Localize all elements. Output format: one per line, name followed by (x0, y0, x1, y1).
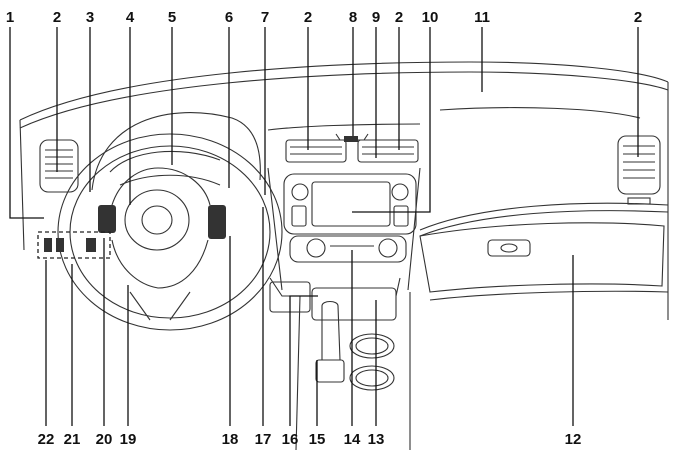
center-stack (267, 167, 421, 291)
callout-2-right-vent: 2 (634, 9, 642, 26)
callout-14: 14 (344, 431, 361, 448)
callout-13: 13 (368, 431, 385, 448)
meter-hood (91, 112, 261, 191)
steering-wheel (57, 133, 283, 331)
leader-lines (9, 27, 639, 426)
callout-2-center-left-vent: 2 (304, 9, 312, 26)
callout-10: 10 (422, 9, 439, 26)
callout-17: 17 (255, 431, 272, 448)
callout-21: 21 (64, 431, 81, 448)
callout-7: 7 (261, 9, 269, 26)
callout-18: 18 (222, 431, 239, 448)
callout-4: 4 (126, 9, 135, 26)
center-vents (285, 133, 419, 163)
callout-22: 22 (38, 431, 55, 448)
callout-19: 19 (120, 431, 137, 448)
callout-2-center-right-vent: 2 (395, 9, 403, 26)
callout-15: 15 (309, 431, 326, 448)
glove-box (419, 222, 665, 293)
callout-5: 5 (168, 9, 176, 26)
right-side-vent (617, 135, 661, 205)
callout-2-left-vent: 2 (53, 9, 61, 26)
callout-1: 1 (6, 9, 14, 26)
left-side-vent (39, 139, 79, 193)
callout-3: 3 (86, 9, 94, 26)
callouts-top: 1 2 3 4 5 6 7 2 8 9 2 10 11 2 (6, 9, 642, 26)
dashboard-outline (19, 61, 669, 320)
callout-8: 8 (349, 9, 357, 26)
callout-9: 9 (372, 9, 380, 26)
callout-6: 6 (225, 9, 233, 26)
callouts-bottom: 22 21 20 19 18 17 16 15 14 13 12 (38, 431, 582, 448)
callout-20: 20 (96, 431, 113, 448)
center-console (269, 277, 411, 451)
callout-11: 11 (474, 9, 490, 26)
lower-panel-switches (37, 231, 111, 259)
callout-16: 16 (282, 431, 299, 448)
callout-12: 12 (565, 431, 582, 448)
